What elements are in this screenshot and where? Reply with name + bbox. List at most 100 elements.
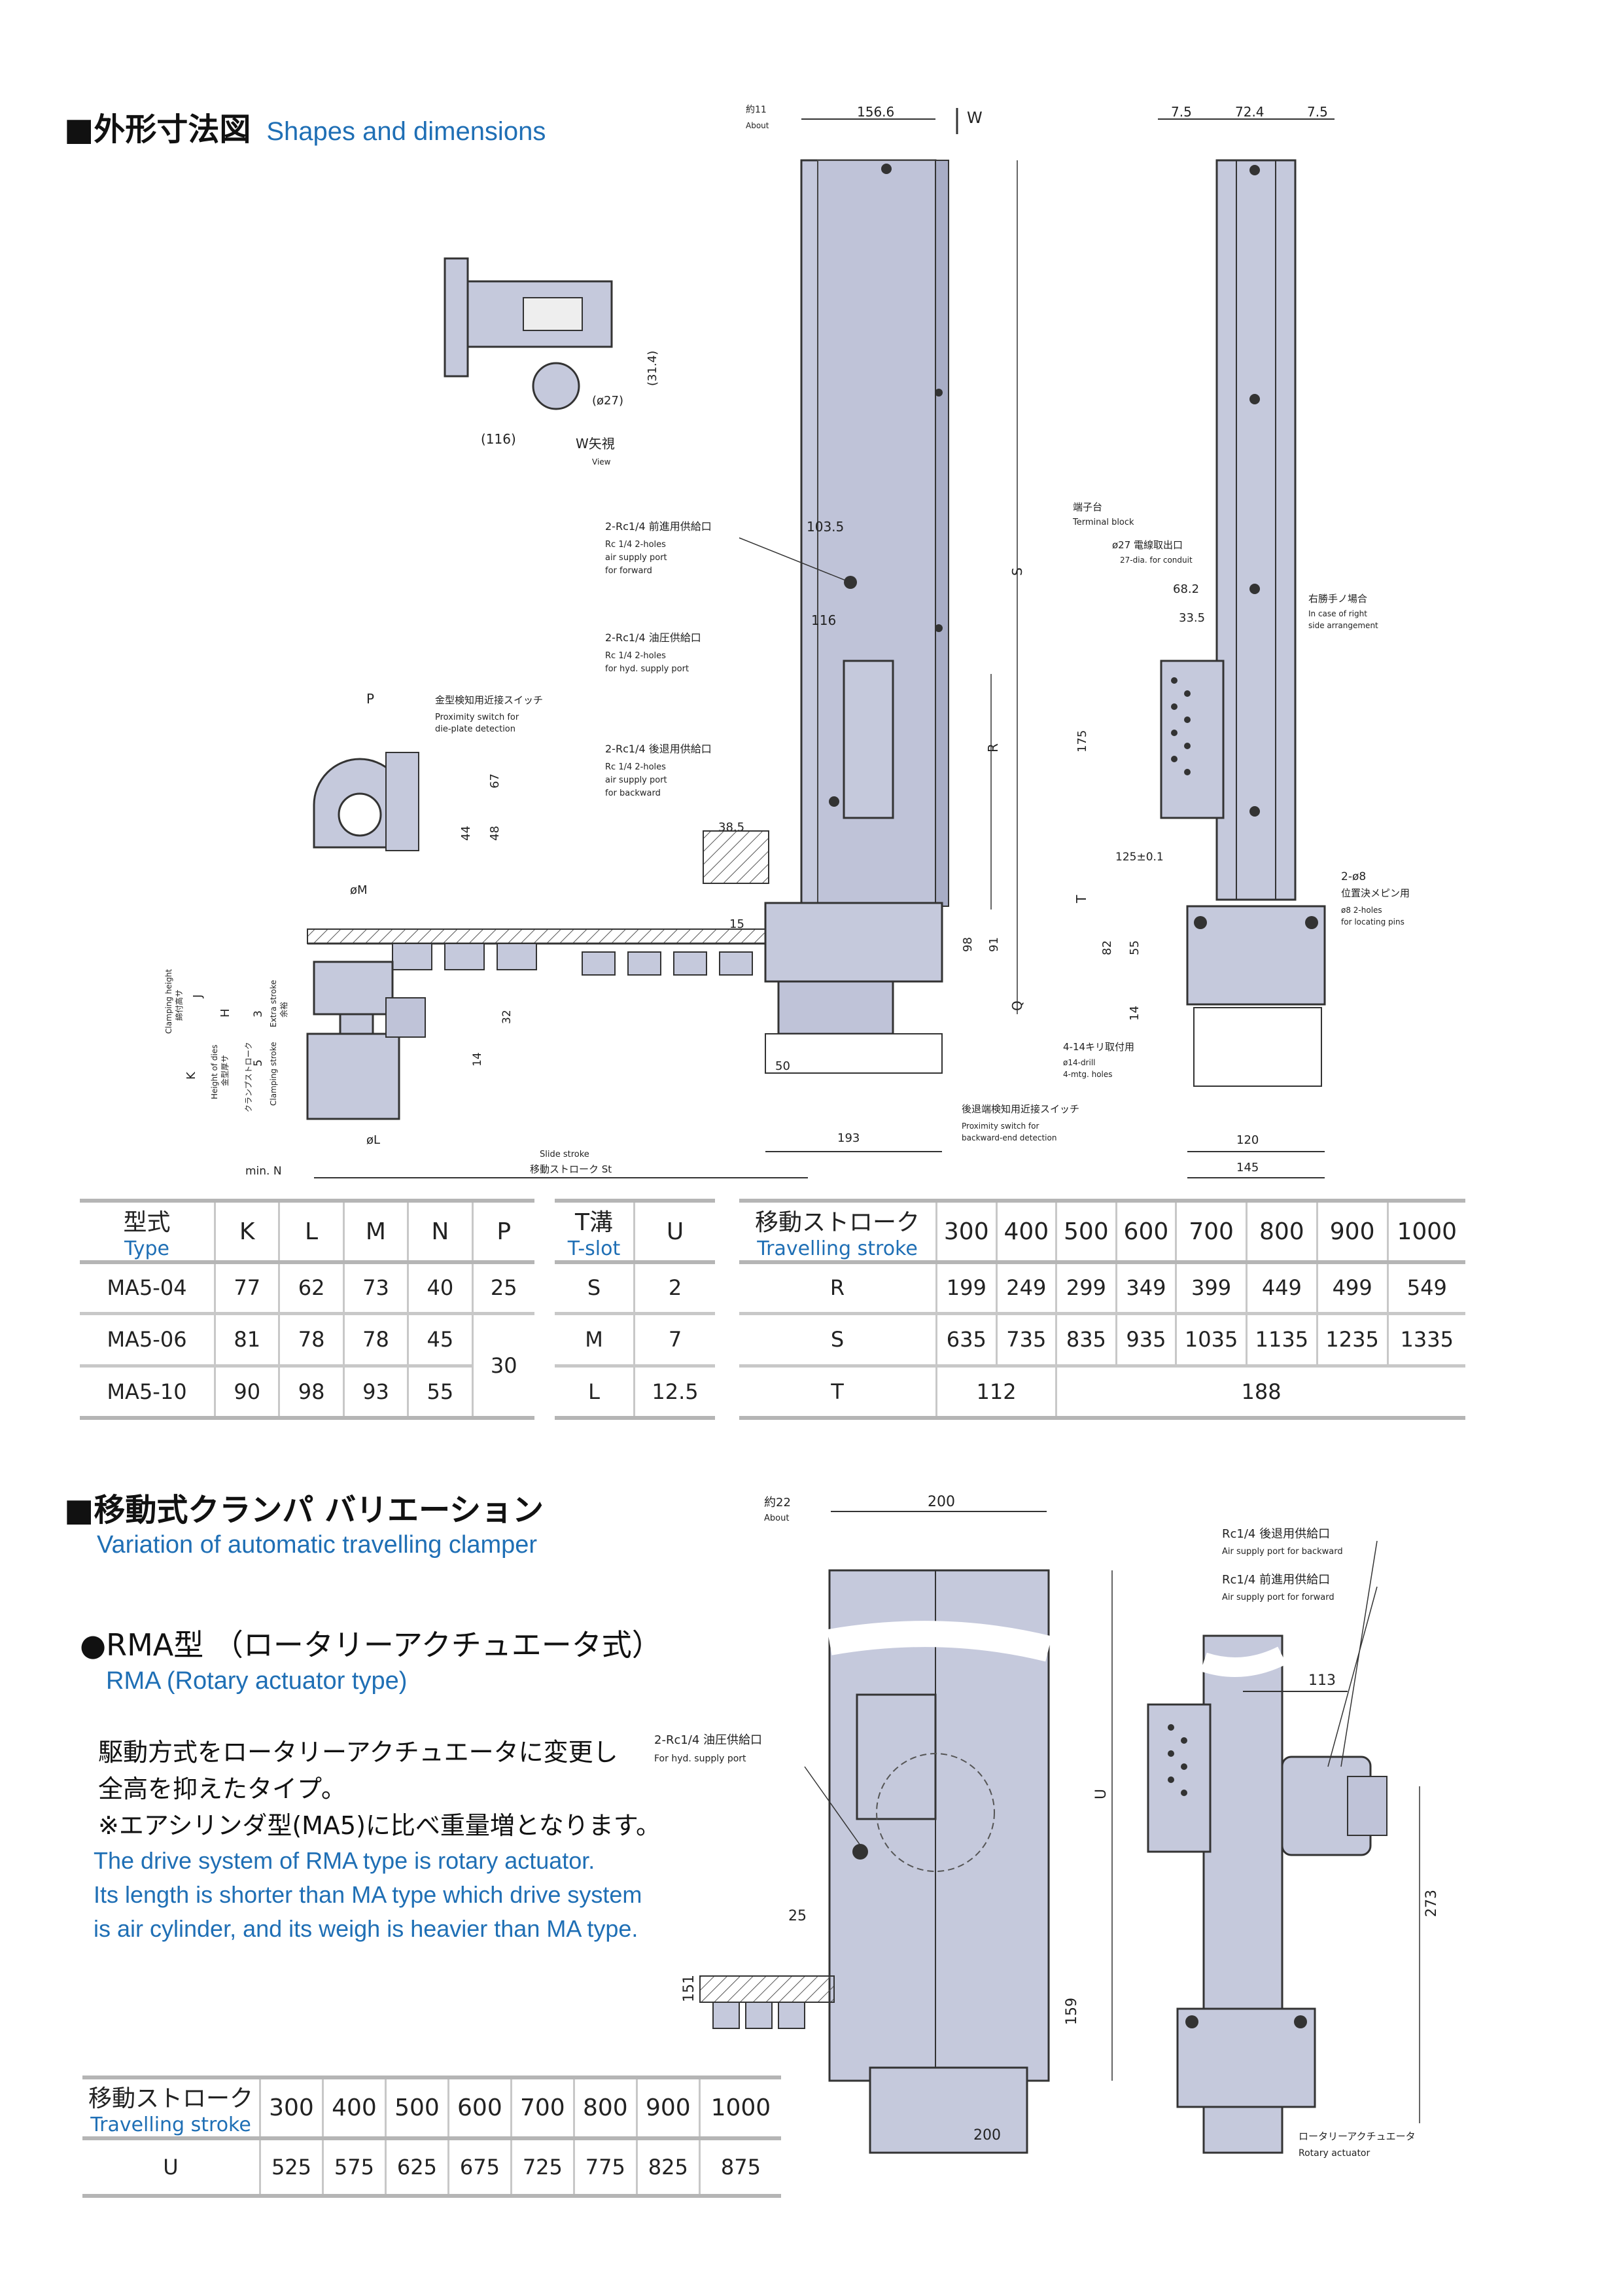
dim-91: 91	[987, 937, 1001, 952]
dim-156-6: 156.6	[857, 104, 894, 120]
section-title-variation: ■移動式クランパ バリエーション	[64, 1492, 544, 1528]
dim-103-5: 103.5	[807, 519, 844, 535]
cell-N: 40	[407, 1262, 472, 1313]
cell-type: MA5-10	[107, 1379, 187, 1404]
air-fwd-en1: Rc 1/4 2-holes	[605, 540, 666, 550]
row-label: S	[830, 1327, 845, 1352]
conduit-jp: ø27 電線取出口	[1112, 539, 1183, 551]
mtg-en2: 4-mtg. holes	[1063, 1070, 1113, 1079]
table-row: M 7	[555, 1313, 715, 1366]
desc-line: 駆動方式をロータリーアクチュエータに変更し	[98, 1738, 618, 1767]
dim-193: 193	[837, 1131, 860, 1145]
cell: 199	[935, 1262, 997, 1313]
pin-dim: 2-ø8	[1341, 870, 1366, 883]
rma-about22: 約22	[764, 1496, 791, 1510]
stroke-700: 700	[1175, 1201, 1247, 1262]
side-height-dies: Height of dies	[210, 1045, 219, 1099]
stroke-1000: 1000	[698, 2077, 781, 2138]
stroke-400: 400	[321, 2077, 386, 2138]
dim-48: 48	[488, 826, 502, 841]
prox-bwd-en1: Proximity switch for	[962, 1122, 1039, 1131]
table-row-R: R 199 249 299 349 399 449 499 549	[739, 1262, 1465, 1313]
cell-tslot: L	[588, 1379, 600, 1404]
header-U: U	[633, 1201, 715, 1262]
cell-N: 55	[407, 1366, 472, 1418]
cell-K: 90	[213, 1366, 279, 1418]
cell-U: 7	[633, 1313, 715, 1366]
stroke-500: 500	[384, 2077, 449, 2138]
header-K: K	[213, 1201, 279, 1262]
header-L: L	[278, 1201, 344, 1262]
rotary-jp: ロータリーアクチュエータ	[1299, 2130, 1416, 2142]
stroke-800: 800	[572, 2077, 637, 2138]
cell-P: 25	[471, 1262, 534, 1313]
cell: 1235	[1316, 1313, 1388, 1366]
cell: 399	[1175, 1262, 1247, 1313]
cell-tslot: M	[585, 1327, 603, 1352]
rma-dim-159: 159	[1064, 1998, 1080, 2025]
stroke-300: 300	[935, 1201, 997, 1262]
rma-description-jp: 駆動方式をロータリーアクチュエータに変更し 全高を抑えたタイプ。 ※エアシリンダ…	[98, 1734, 661, 1844]
cell-L: 98	[278, 1366, 344, 1418]
w-116: (116)	[481, 431, 516, 447]
dim-68-2: 68.2	[1173, 582, 1199, 596]
pin-en2: for locating pins	[1341, 917, 1405, 927]
prox-bwd-en2: backward-end detection	[962, 1133, 1056, 1142]
side-clamp-stroke: Clamping stroke	[269, 1042, 278, 1106]
dim-H: H	[218, 1008, 232, 1017]
side-clamp-height-jp: 締付高サ	[174, 989, 184, 1021]
cell: 499	[1316, 1262, 1388, 1313]
pin-jp: 位置決メピン用	[1341, 887, 1410, 899]
cell: 675	[447, 2138, 512, 2196]
cell-P: 30	[471, 1313, 534, 1418]
w-view-en: View	[592, 457, 611, 467]
w-27: (ø27)	[592, 394, 623, 408]
dim-T: T	[1073, 894, 1089, 904]
stroke-300: 300	[259, 2077, 323, 2138]
side-height-dies-jp: 金型厚サ	[220, 1055, 230, 1086]
dim-32: 32	[500, 1010, 514, 1024]
stroke-500: 500	[1055, 1201, 1117, 1262]
dim-116: 116	[811, 612, 836, 628]
rma-dim-113: 113	[1308, 1672, 1336, 1689]
mtg-en1: ø14-drill	[1063, 1058, 1096, 1067]
side-clamp-height: Clamping height	[164, 969, 173, 1034]
cell: 112	[935, 1366, 1056, 1418]
dim-7-5b: 7.5	[1307, 104, 1328, 120]
rma-dim-U: U	[1093, 1789, 1109, 1799]
slide-stroke-en: Slide stroke	[540, 1150, 589, 1159]
air-fwd-jp: 2-Rc1/4 前進用供給口	[605, 520, 712, 533]
dim-67: 67	[488, 773, 502, 788]
cell-tslot: S	[587, 1275, 601, 1301]
rma-dim-151: 151	[681, 1975, 697, 2002]
cell: 525	[259, 2138, 323, 2196]
dim-15: 15	[729, 917, 744, 931]
stroke-900: 900	[1316, 1201, 1388, 1262]
table-row: L 12.5	[555, 1366, 715, 1418]
header-M: M	[342, 1201, 408, 1262]
air-bwd-en1: Rc 1/4 2-holes	[605, 762, 666, 772]
cell-M: 73	[342, 1262, 408, 1313]
table-row: MA5-04 77 62 73 40 25	[80, 1262, 534, 1313]
w-view-jp: W矢視	[576, 436, 615, 451]
table-row: S 2	[555, 1262, 715, 1313]
cell: 1335	[1386, 1313, 1465, 1366]
rma-drawing: 約22 About 200 U 2-Rc1/4 油圧供給口 For hyd. s…	[654, 1494, 1440, 2159]
dim-M: øM	[350, 883, 368, 897]
table-row: MA5-06 81 78 78 45 30	[80, 1313, 534, 1418]
right-en2: side arrangement	[1308, 621, 1378, 630]
cell: 1135	[1245, 1313, 1318, 1366]
desc-line: 全高を抑えたタイプ。	[98, 1775, 346, 1803]
rma-hyd-jp: 2-Rc1/4 油圧供給口	[654, 1733, 762, 1747]
air-bwd-jp: 2-Rc1/4 後退用供給口	[605, 743, 712, 755]
cell-K: 81	[213, 1313, 279, 1366]
cell-U: 12.5	[633, 1366, 715, 1418]
dim-3: 3	[252, 1010, 265, 1017]
rma-air-bwd-jp: Rc1/4 後退用供給口	[1222, 1527, 1330, 1541]
prox-die-en1: Proximity switch for	[435, 713, 519, 722]
